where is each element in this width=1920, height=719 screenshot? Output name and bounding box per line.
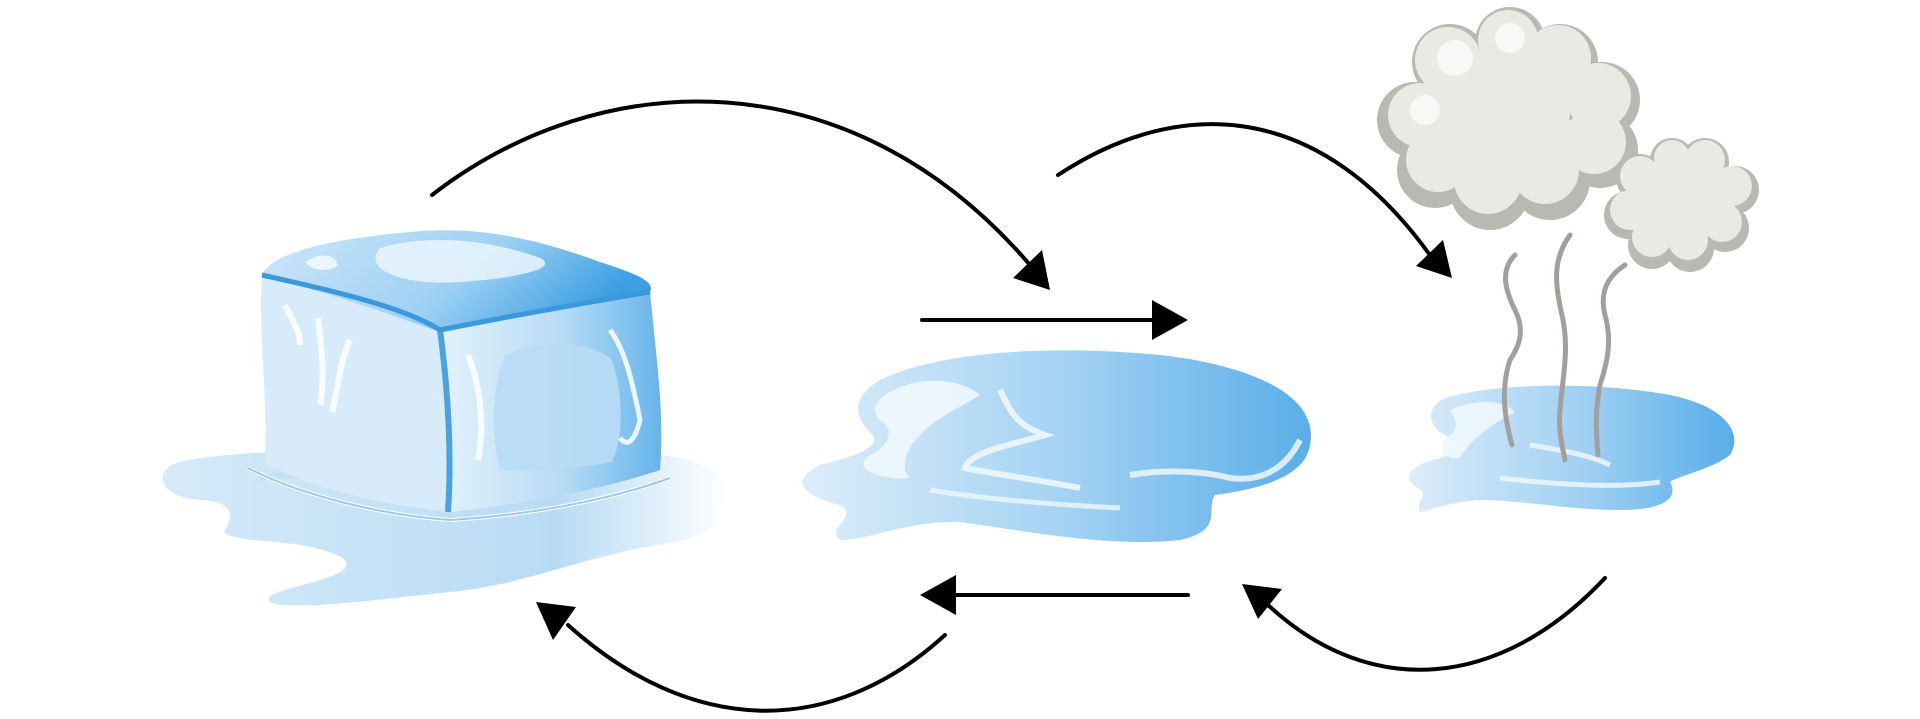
large-cloud: [1377, 7, 1640, 230]
arrow-water-to-ice: [566, 623, 947, 713]
water-puddle-icon: [802, 350, 1311, 543]
steam-wisp: [1501, 252, 1523, 448]
arrowhead-vapor-to-water: [1242, 584, 1282, 619]
water-puddle-shape: [802, 350, 1311, 543]
arrowhead-straight-right: [1152, 300, 1188, 340]
arrow-vapor-to-water: [1266, 576, 1607, 672]
arrowhead-ice-to-water: [1013, 250, 1050, 290]
arrow-ice-to-water: [430, 99, 1032, 267]
steam-wisp: [1593, 262, 1628, 458]
arrowhead-water-to-ice: [536, 602, 576, 640]
arrow-water-to-vapor: [1056, 122, 1434, 260]
arrowhead-water-to-vapor: [1416, 240, 1452, 278]
arrowhead-straight-left: [920, 575, 956, 615]
steam-wisp: [1554, 232, 1573, 463]
ice-cube-icon: [162, 230, 728, 606]
steam-cloud-icon: [1377, 7, 1759, 512]
ice-cube-left-face: [261, 275, 450, 512]
small-cloud: [1604, 138, 1759, 272]
